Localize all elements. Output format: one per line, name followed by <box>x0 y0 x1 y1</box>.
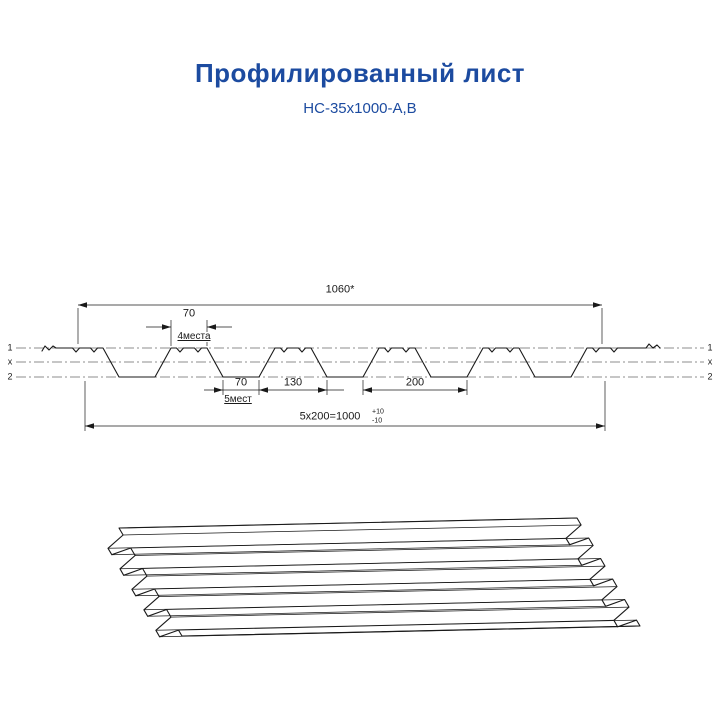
dim-bottom-flange: 70 <box>234 376 248 389</box>
axis-label-right-1: 1 <box>707 342 713 353</box>
dim-pitch: 200 <box>405 376 425 389</box>
page-title: Профилированный лист <box>194 58 526 88</box>
note-top-flange-places: 4места <box>175 331 213 342</box>
axis-label-right-2: 2 <box>707 371 713 382</box>
tolerance-plus: +10 <box>372 408 384 416</box>
axis-label-left-1: 1 <box>7 342 13 353</box>
axis-label-right-x: x <box>707 356 713 367</box>
dim-rib-base: 130 <box>283 376 303 389</box>
axis-label-left-2: 2 <box>7 371 13 382</box>
tolerance-minus: -10 <box>372 417 383 425</box>
note-bottom-flange-places: 5мест <box>222 394 254 405</box>
dim-working-width: 5x200=1000 <box>299 410 361 423</box>
dim-top-flange: 70 <box>182 307 196 320</box>
profile-code: НС-35х1000-А,В <box>303 100 417 117</box>
dim-overall-width: 1060* <box>325 283 355 296</box>
axis-label-left-x: x <box>7 356 13 367</box>
